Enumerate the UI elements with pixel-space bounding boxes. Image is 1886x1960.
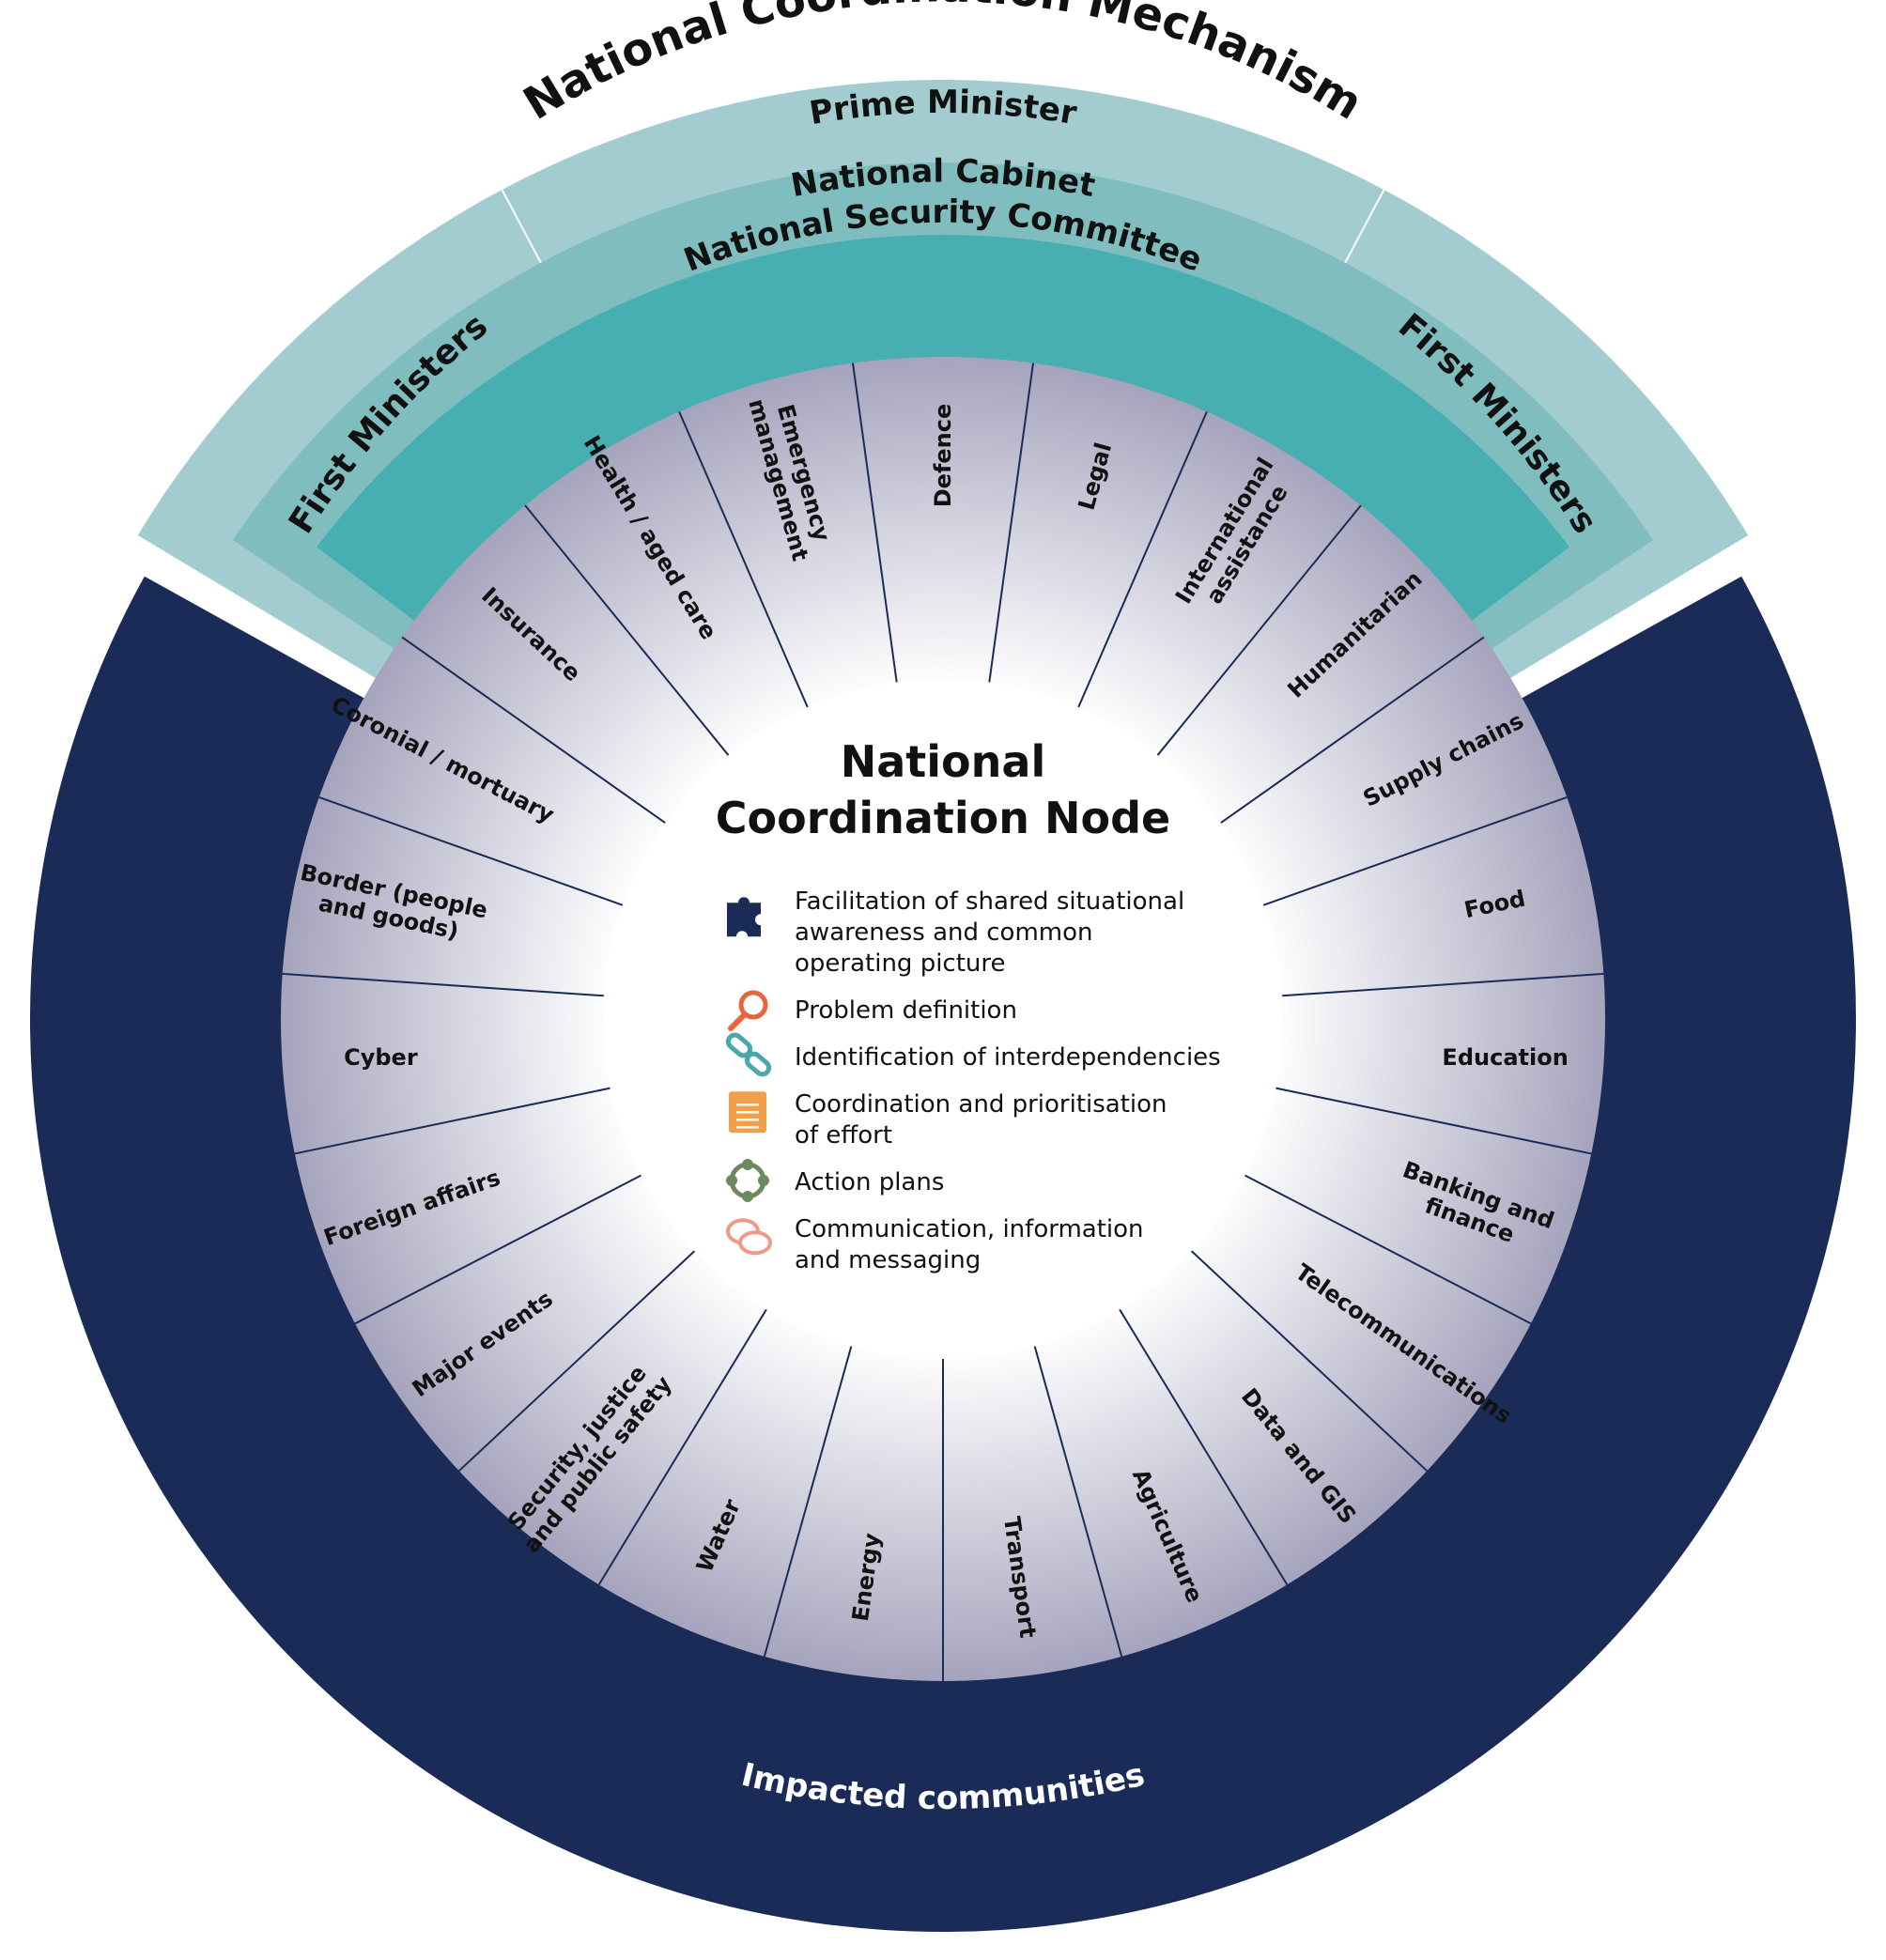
node-function-line: Problem definition bbox=[795, 996, 1017, 1025]
sector-divider bbox=[988, 363, 1034, 683]
sector-divider bbox=[401, 636, 666, 825]
node-function-line: operating picture bbox=[795, 949, 1006, 978]
sector-divider bbox=[282, 972, 604, 997]
sector-divider bbox=[294, 1087, 611, 1155]
sector-label: Cyber bbox=[344, 1044, 418, 1071]
node-function-line: Facilitation of shared situational bbox=[795, 887, 1184, 916]
sector-divider bbox=[763, 1346, 853, 1658]
sector-divider bbox=[1156, 504, 1362, 756]
node-function-line: of effort bbox=[795, 1121, 892, 1150]
magnifier-icon bbox=[728, 990, 768, 1031]
sector-divider bbox=[458, 1250, 696, 1472]
sector-divider bbox=[1033, 1346, 1123, 1658]
sector-divider bbox=[1119, 1308, 1289, 1585]
sector-divider bbox=[1244, 1174, 1532, 1325]
sector-divider bbox=[1282, 972, 1604, 997]
sector-divider bbox=[318, 795, 624, 906]
node-function-text: Action plans bbox=[795, 1168, 944, 1196]
prime-minister-divider-left bbox=[500, 186, 542, 264]
sector-divider bbox=[1190, 1250, 1428, 1472]
sector-divider bbox=[597, 1308, 767, 1585]
node-function-line: Identification of interdependencies bbox=[795, 1043, 1221, 1072]
node-function-line: Communication, information bbox=[795, 1215, 1144, 1243]
sector-dividers bbox=[282, 363, 1604, 1681]
node-function-text: Communication, information and messaging bbox=[795, 1215, 1144, 1274]
node-function-text: Problem definition bbox=[795, 996, 1017, 1025]
sector-divider bbox=[1275, 1087, 1592, 1155]
sector-label: Defence bbox=[930, 404, 956, 508]
sector-divider bbox=[852, 363, 898, 683]
node-function-line: and messaging bbox=[795, 1246, 981, 1274]
node-function-line: Action plans bbox=[795, 1168, 944, 1196]
sector-divider bbox=[678, 410, 809, 708]
sector-label: Education bbox=[1442, 1044, 1568, 1071]
prime-minister-divider-right bbox=[1344, 186, 1386, 264]
crosshair-icon bbox=[726, 1159, 769, 1202]
sector-label-line: Education bbox=[1442, 1044, 1568, 1071]
node-title-line2: Coordination Node bbox=[716, 793, 1170, 843]
coordination-node-circle bbox=[603, 679, 1283, 1359]
sector-label-line: Cyber bbox=[344, 1044, 418, 1071]
sector-divider bbox=[1262, 795, 1568, 906]
sector-divider bbox=[1220, 636, 1485, 825]
sector-label-line: Defence bbox=[930, 404, 956, 508]
node-function-text: Identification of interdependencies bbox=[795, 1043, 1221, 1072]
node-title-line1: National bbox=[841, 736, 1045, 787]
sector-divider bbox=[354, 1174, 642, 1325]
chain-link-icon bbox=[725, 1032, 772, 1077]
node-function-line: awareness and common bbox=[795, 918, 1093, 947]
node-function-line: Coordination and prioritisation bbox=[795, 1090, 1167, 1119]
sector-divider bbox=[524, 504, 730, 756]
speech-bubbles-icon bbox=[726, 1218, 772, 1256]
notepad-icon bbox=[729, 1091, 766, 1134]
puzzle-icon bbox=[727, 897, 761, 937]
sector-divider bbox=[1077, 410, 1208, 708]
